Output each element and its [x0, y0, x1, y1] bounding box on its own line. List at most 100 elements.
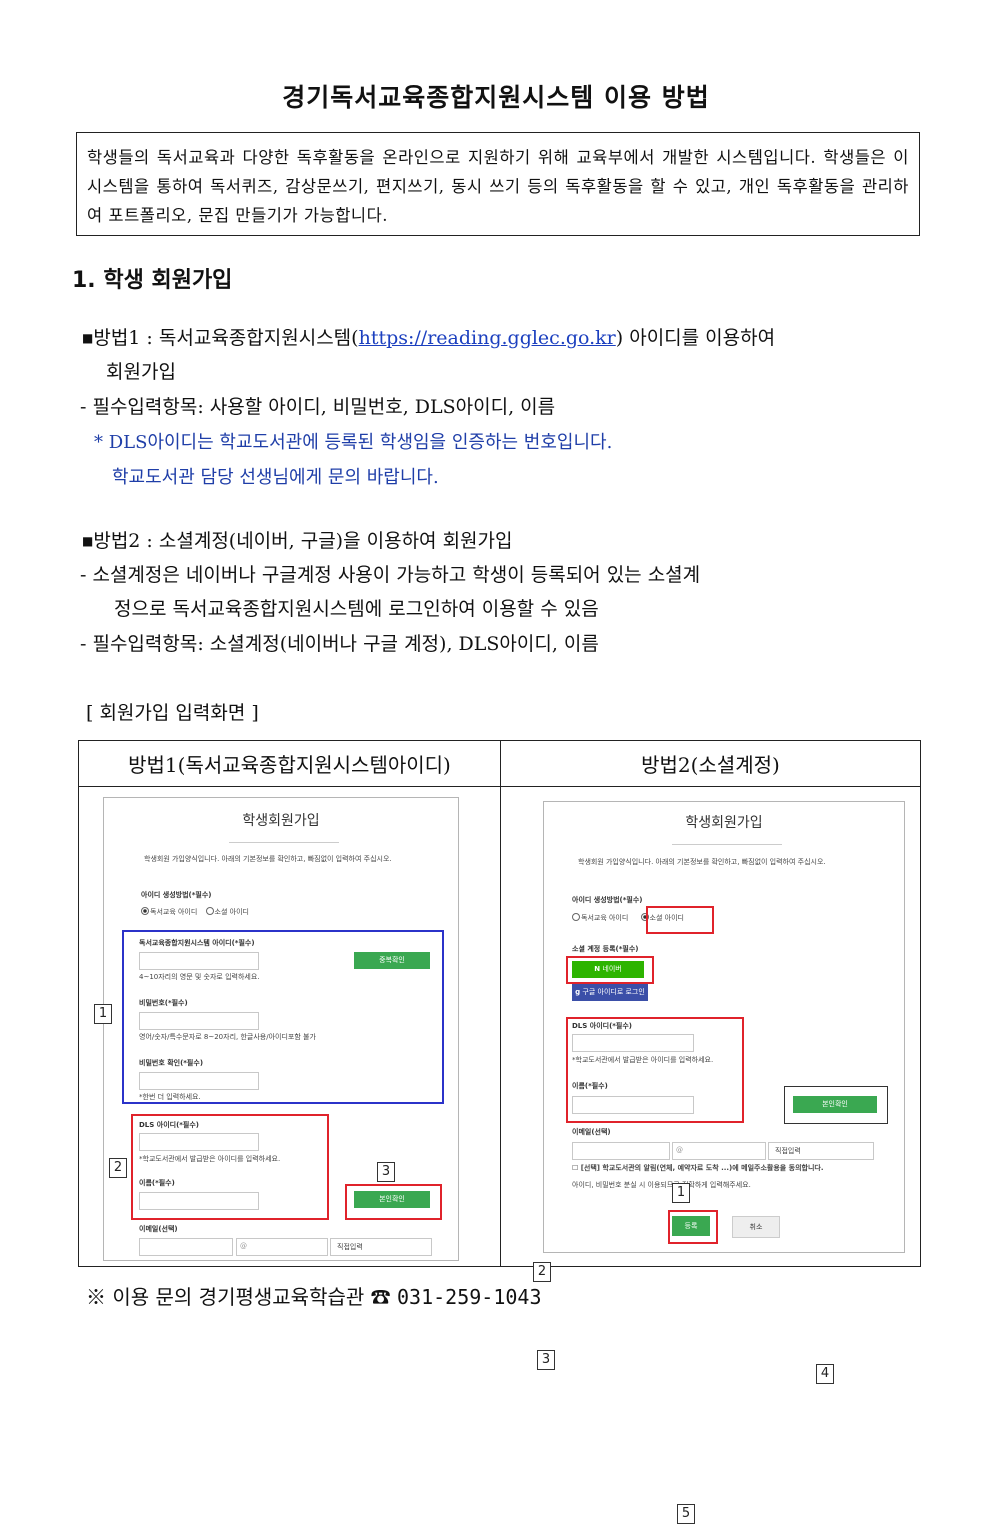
footer-text: 이용 문의 경기평생교육학습관: [112, 1285, 365, 1309]
form1-desc: 학생회원 가입양식입니다. 아래의 기본정보를 확인하고, 빠짐없이 입력하여 …: [144, 855, 392, 863]
cancel-button[interactable]: 취소: [732, 1216, 780, 1238]
submit-button[interactable]: 등록: [672, 1216, 710, 1236]
method1-lead: 방법1 : 독서교육종합지원시스템(: [93, 327, 359, 349]
password-hint: 영어/숫자/특수문자로 8~20자리, 한글사용/아이디포함 불가: [139, 1033, 316, 1041]
highlight-box-4: [784, 1086, 888, 1124]
form2-title: 학생회원가입: [685, 815, 763, 831]
radio-label: 독서교육 아이디: [150, 908, 198, 916]
name-label: 이름(*필수): [572, 1082, 608, 1090]
dls-input[interactable]: [572, 1034, 694, 1052]
password-confirm-label: 비밀번호 확인(*필수): [139, 1059, 204, 1067]
radio-icon[interactable]: [141, 907, 149, 915]
name-input[interactable]: [139, 1192, 259, 1210]
email-select-label: 직접입력: [337, 1243, 363, 1251]
verify-button[interactable]: 본인확인: [793, 1096, 877, 1113]
radio-label: 소셜 아이디: [649, 914, 684, 922]
table-header-method1: 방법1(독서교육종합지원시스템아이디): [128, 753, 451, 777]
highlight-box-3: [566, 1017, 744, 1123]
form1-title: 학생회원가입: [242, 813, 320, 829]
radio-label: 소셜 아이디: [214, 908, 249, 916]
divider: [229, 842, 339, 843]
naver-login-button[interactable]: N 네이버: [572, 961, 644, 978]
at-sign: @: [240, 1242, 247, 1250]
callout-number-3: 3: [537, 1350, 555, 1370]
password-confirm-input[interactable]: [139, 1072, 259, 1090]
naver-label: 네이버: [602, 965, 622, 973]
site-id-label: 독서교육종합지원시스템 아이디(*필수): [139, 939, 255, 947]
email-id-input[interactable]: [572, 1142, 670, 1160]
method1-note1: * DLS아이디는 학교도서관에 등록된 학생임을 인증하는 번호입니다.: [94, 432, 613, 453]
email-select-label: 직접입력: [775, 1147, 801, 1155]
email-domain-input[interactable]: @: [236, 1238, 328, 1256]
radio-icon[interactable]: [640, 913, 649, 921]
screens-table: 방법1(독서교육종합지원시스템아이디) 방법2(소셜계정) 학생회원가입 학생회…: [78, 740, 921, 1524]
social-label: 소셜 계정 등록(*필수): [572, 945, 639, 953]
form2-screenshot: 학생회원가입 학생회원 가입양식입니다. 아래의 기본정보를 확인하고, 빠짐없…: [543, 801, 905, 1253]
footer-contact: ※ 이용 문의 경기평생교육학습관 ☎ 031-259-1043: [86, 1281, 542, 1310]
agree-row[interactable]: ☐ [선택] 학교도서관의 알림(연체, 예약자료 도착 ...)에 메일주소활…: [572, 1164, 824, 1172]
highlight-box-2: [131, 1114, 329, 1220]
radio-icon[interactable]: [205, 907, 214, 915]
form1-screenshot: 학생회원가입 학생회원 가입양식입니다. 아래의 기본정보를 확인하고, 빠짐없…: [103, 797, 459, 1261]
section-heading: 1. 학생 회원가입: [72, 268, 233, 293]
highlight-box-2: [566, 956, 654, 984]
method2-line: ■방법2 : 소셜계정(네이버, 구글)을 이용하여 회원가입: [82, 526, 513, 553]
radio-icon[interactable]: [572, 913, 580, 921]
method2-desc2: 정으로 독서교육종합지원시스템에 로그인하여 이용할 수 있음: [114, 598, 599, 620]
email-select[interactable]: 직접입력: [330, 1238, 432, 1256]
at-sign: @: [676, 1146, 683, 1154]
table-header-method2: 방법2(소셜계정): [641, 753, 780, 777]
verify-button[interactable]: 본인확인: [354, 1191, 430, 1208]
table-divider: [79, 786, 920, 787]
site-link[interactable]: https://reading.gglec.go.kr: [358, 327, 616, 349]
reference-mark-icon: ※: [86, 1285, 106, 1309]
callout-number-1: 1: [94, 1004, 112, 1024]
email-select[interactable]: 직접입력: [768, 1142, 874, 1160]
password-confirm-hint: *한번 더 입력하세요.: [139, 1093, 201, 1101]
name-label: 이름(*필수): [139, 1179, 175, 1187]
email-label: 이메일(선택): [572, 1128, 611, 1136]
callout-number-4: 4: [816, 1364, 834, 1384]
footer-phone: 031-259-1043: [397, 1285, 542, 1309]
callout-number-2: 2: [109, 1158, 127, 1178]
radio-label: 독서교육 아이디: [581, 914, 629, 922]
google-label: 구글 아이디로 로그인: [582, 988, 645, 996]
email-label: 이메일(선택): [139, 1225, 178, 1233]
email-domain-input[interactable]: @: [672, 1142, 766, 1160]
duplicate-check-button[interactable]: 중복확인: [354, 952, 430, 969]
highlight-box-3: [345, 1184, 442, 1220]
agree-hint: 아이디, 비밀번호 분실 시 이용되므로 정확하게 입력해주세요.: [572, 1181, 751, 1189]
callout-number-3: 3: [377, 1162, 395, 1182]
agree-label: [선택] 학교도서관의 알림(연체, 예약자료 도착 ...)에 메일주소활용을…: [580, 1164, 824, 1172]
highlight-box-1: [646, 906, 714, 934]
dls-hint: *학교도서관에서 발급받은 아이디를 입력하세요.: [572, 1056, 714, 1064]
method1-required: - 필수입력항목: 사용할 아이디, 비밀번호, DLS아이디, 이름: [80, 396, 556, 418]
id-method-label: 아이디 생성방법(*필수): [141, 891, 212, 899]
password-input[interactable]: [139, 1012, 259, 1030]
method1-note2: 학교도서관 담당 선생님에게 문의 바랍니다.: [112, 467, 439, 488]
dls-label: DLS 아이디(*필수): [139, 1121, 200, 1129]
method1-tail: ) 아이디를 이용하여: [615, 327, 776, 349]
name-input[interactable]: [572, 1096, 694, 1114]
method1-line: ■방법1 : 독서교육종합지원시스템(https://reading.gglec…: [82, 323, 775, 350]
google-icon: g: [575, 988, 581, 996]
screen-caption: [ 회원가입 입력화면 ]: [86, 702, 259, 724]
id-hint: 4~10자리의 영문 및 숫자로 입력하세요.: [139, 973, 260, 981]
phone-icon: ☎: [370, 1285, 391, 1309]
bullet-icon: ■: [82, 534, 94, 548]
site-id-input[interactable]: [139, 952, 259, 970]
method2-required: - 필수입력항목: 소셜계정(네이버나 구글 계정), DLS아이디, 이름: [80, 633, 599, 655]
highlight-box-5: [668, 1210, 718, 1244]
intro-box: 학생들의 독서교육과 다양한 독후활동을 온라인으로 지원하기 위해 교육부에서…: [76, 132, 920, 236]
password-label: 비밀번호(*필수): [139, 999, 188, 1007]
method2-desc1: - 소셜계정은 네이버나 구글계정 사용이 가능하고 학생이 등록되어 있는 소…: [80, 564, 701, 586]
google-login-button[interactable]: g 구글 아이디로 로그인: [572, 984, 648, 1001]
callout-number-2: 2: [533, 1262, 551, 1282]
id-method-label: 아이디 생성방법(*필수): [572, 896, 643, 904]
method1-cont: 회원가입: [106, 361, 176, 383]
method2-lead: 방법2 : 소셜계정(네이버, 구글)을 이용하여 회원가입: [93, 530, 513, 552]
email-id-input[interactable]: [139, 1238, 233, 1256]
dls-input[interactable]: [139, 1133, 259, 1151]
dls-hint: *학교도서관에서 발급받은 아이디를 입력하세요.: [139, 1155, 281, 1163]
naver-icon: N: [594, 965, 601, 973]
